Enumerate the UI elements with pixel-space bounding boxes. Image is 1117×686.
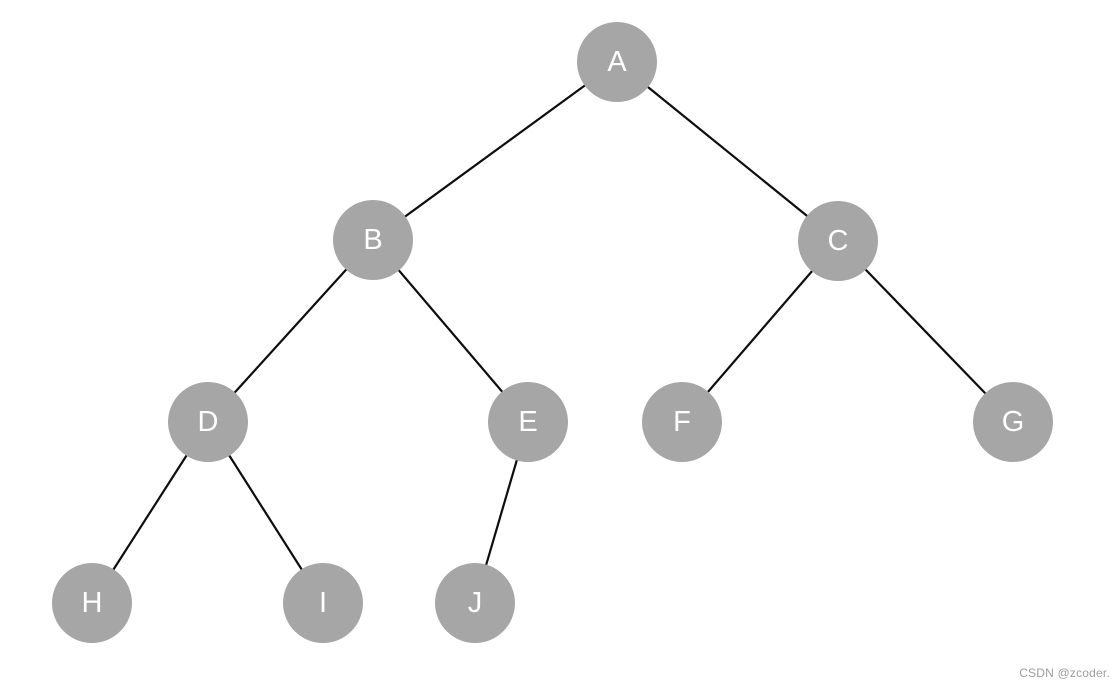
tree-node-label-I: I [319, 587, 327, 619]
tree-node-circle-I [283, 563, 363, 643]
tree-node-G: G [973, 382, 1053, 462]
tree-node-F: F [642, 382, 722, 462]
tree-node-I: I [283, 563, 363, 643]
tree-edge-A-B [372, 61, 618, 241]
tree-node-D: D [168, 382, 248, 462]
tree-node-circle-C [798, 201, 878, 281]
tree-node-circle-J [435, 563, 515, 643]
tree-node-circle-B [333, 200, 413, 280]
tree-node-H: H [52, 563, 132, 643]
tree-node-label-D: D [198, 406, 219, 438]
tree-node-label-E: E [518, 406, 537, 438]
tree-node-A: A [577, 22, 657, 102]
tree-node-C: C [798, 201, 878, 281]
tree-node-circle-A [577, 22, 657, 102]
tree-edge-A-C [616, 61, 839, 242]
tree-node-circle-F [642, 382, 722, 462]
tree-node-label-G: G [1002, 406, 1025, 438]
tree-node-E: E [488, 382, 568, 462]
tree-node-B: B [333, 200, 413, 280]
tree-node-label-A: A [607, 46, 627, 78]
tree-node-circle-D [168, 382, 248, 462]
tree-node-circle-H [52, 563, 132, 643]
tree-edge-B-D [207, 239, 374, 423]
tree-node-J: J [435, 563, 515, 643]
watermark-text: CSDN @zcoder. [1019, 666, 1110, 680]
tree-edge-C-G [837, 240, 1014, 423]
edges-layer [91, 61, 1014, 604]
tree-node-circle-E [488, 382, 568, 462]
tree-node-label-B: B [363, 224, 382, 256]
tree-node-circle-G [973, 382, 1053, 462]
tree-node-label-F: F [673, 406, 691, 438]
tree-node-label-C: C [828, 225, 849, 257]
nodes-layer: A B C D E F G H I J [52, 22, 1053, 643]
tree-node-label-J: J [468, 587, 483, 619]
tree-node-label-H: H [82, 587, 103, 619]
